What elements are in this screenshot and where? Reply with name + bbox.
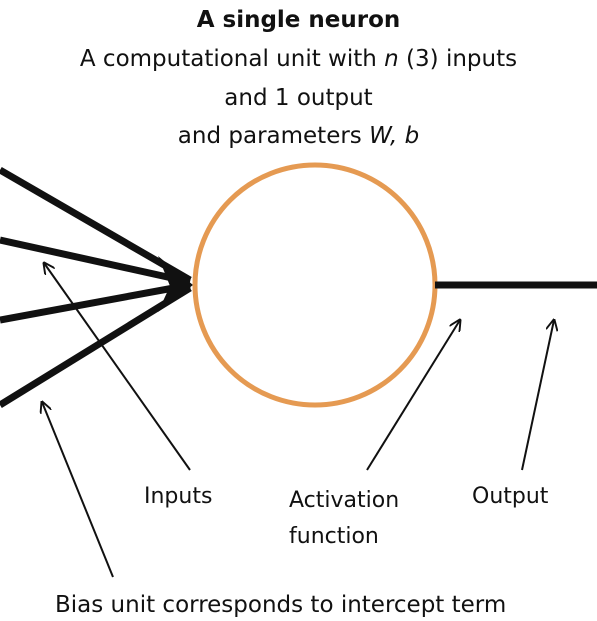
input-line-1: [0, 166, 192, 284]
description-line-3-prefix: and parameters: [177, 123, 370, 149]
description-line-2: and 1 output: [224, 85, 373, 111]
input-line-2: [0, 236, 191, 286]
input-arrowhead: [158, 256, 193, 312]
bias-line: [0, 285, 192, 408]
input-count-variable: n: [384, 46, 399, 72]
activation-pointer-arrow: [366, 320, 460, 471]
description-line-3: and parameters W, b: [0, 122, 597, 151]
neuron-circle: [192, 162, 438, 408]
output-label: Output: [472, 484, 549, 509]
output-pointer-arrow: [521, 320, 554, 471]
bias-pointer-arrow: [42, 402, 114, 578]
description-line-1-suffix: (3) inputs: [398, 46, 518, 72]
description-line-1-prefix: A computational unit with: [79, 46, 385, 72]
inputs-pointer-arrow: [44, 263, 191, 471]
input-line-3: [0, 281, 191, 324]
description-line-1: A computational unit with n (3) inputs: [0, 45, 597, 74]
activation-function-label: Activation function: [289, 483, 399, 555]
inputs-label: Inputs: [144, 484, 213, 509]
input-lines: [0, 166, 193, 408]
parameters-variable: W, b: [369, 123, 420, 149]
activation-label-line-1: Activation: [289, 488, 400, 513]
activation-label-line-2: function: [289, 524, 379, 549]
diagram-title: A single neuron: [196, 7, 401, 33]
bias-unit-label: Bias unit corresponds to intercept term: [55, 592, 507, 618]
